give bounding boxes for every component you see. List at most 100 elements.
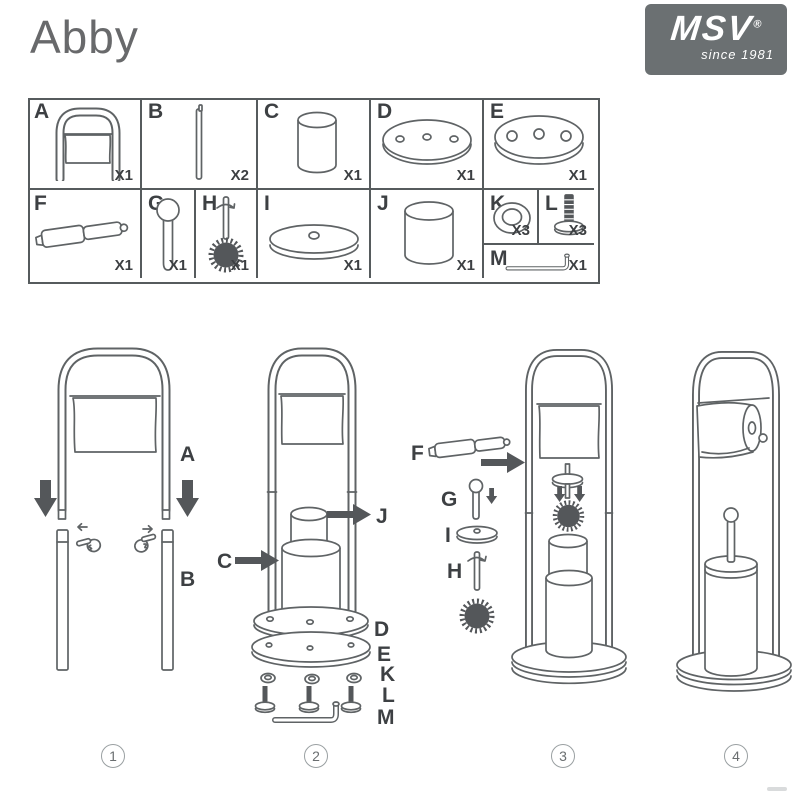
step3-label-g: G — [441, 488, 457, 511]
step1-label-a: A — [180, 443, 195, 466]
insert-pin — [161, 509, 171, 520]
step2-label-j: J — [376, 505, 388, 528]
right-leg-tube — [161, 529, 174, 671]
part-letter: J — [377, 192, 389, 215]
part-cell-a: A X1 — [30, 100, 138, 186]
step2-label-c: C — [217, 550, 232, 573]
brand-tagline: since 1981 — [701, 47, 774, 62]
paper-flap — [280, 395, 345, 445]
bolts-l — [254, 686, 362, 714]
part-qty: X1 — [456, 257, 475, 274]
pointing-hand-icon — [75, 535, 103, 557]
step3-number: 3 — [551, 744, 575, 768]
part-letter: C — [264, 100, 280, 123]
down-arrow-icon — [574, 486, 586, 502]
step2-label-e: E — [377, 643, 391, 666]
insert-pin — [57, 509, 67, 520]
down-arrow-icon — [34, 480, 57, 517]
part-letter: M — [490, 247, 508, 270]
insert-arrow-icon — [481, 452, 525, 473]
fine-print-mark — [767, 787, 787, 791]
part-cell-l: L X3 — [541, 192, 592, 241]
part-cell-i: I X1 — [260, 192, 367, 276]
part-cell-m: M X1 — [486, 247, 592, 276]
brush-handle — [723, 507, 739, 563]
step1-label-b: B — [180, 568, 195, 591]
washers-k — [260, 672, 362, 685]
part-letter: I — [264, 192, 270, 215]
brush-icon — [201, 196, 251, 274]
pointing-hand-icon — [132, 533, 160, 555]
brush-bristles — [555, 503, 582, 530]
part-qty: X3 — [511, 222, 530, 239]
part-qty: X1 — [168, 257, 187, 274]
part-cell-c: C X1 — [260, 100, 367, 186]
part-letter: D — [377, 100, 393, 123]
lid-disc-i — [456, 525, 498, 544]
step2-diagram: J C D E K L M — [217, 347, 395, 729]
base-plate-icon — [494, 115, 584, 165]
part-qty: X1 — [114, 167, 133, 184]
grid-line — [194, 188, 196, 278]
part-qty: X1 — [456, 167, 475, 184]
part-cell-g: G X1 — [144, 192, 192, 276]
part-qty: X1 — [114, 257, 133, 274]
spring-roller-icon — [35, 221, 129, 248]
part-cell-j: J X1 — [373, 192, 480, 276]
handle-g — [468, 478, 498, 520]
left-leg-tube — [56, 529, 69, 671]
step4-diagram — [676, 351, 792, 692]
upper-frame-icon — [55, 107, 121, 181]
page-title: Abby — [30, 11, 139, 63]
part-cell-h: H X1 — [198, 192, 254, 276]
brand-name: MSV® — [668, 9, 763, 48]
bolt-icon — [553, 194, 585, 236]
part-cell-d: D X1 — [373, 100, 480, 186]
step3-label-f: F — [411, 442, 424, 465]
brush-container — [704, 564, 758, 677]
parts-table: A X1 B X2 C X1 — [28, 98, 600, 284]
brush-bristles — [462, 601, 492, 631]
part-cell-k: K X3 — [486, 192, 535, 241]
step2-label-d: D — [374, 618, 389, 641]
brand-logo: MSV® since 1981 — [645, 4, 787, 75]
part-letter: A — [34, 100, 50, 123]
step2-label-k: K — [380, 663, 395, 686]
part-letter: E — [490, 100, 505, 123]
cup-cylinder-icon — [404, 201, 454, 265]
part-qty: X1 — [343, 257, 362, 274]
down-arrow-icon — [176, 480, 199, 517]
part-qty: X2 — [230, 167, 249, 184]
part-cell-f: F X1 — [30, 192, 138, 276]
cylinder-icon — [297, 111, 337, 174]
spring-roller-f — [428, 436, 511, 459]
step4-number: 4 — [724, 744, 748, 768]
part-letter: B — [148, 100, 164, 123]
base-plate-icon — [382, 119, 472, 165]
washer-icon — [493, 202, 531, 234]
part-cell-e: E X1 — [486, 100, 592, 186]
down-arrow-icon — [554, 486, 566, 502]
step2-label-l: L — [382, 684, 395, 707]
step2-number: 2 — [304, 744, 328, 768]
part-letter: H — [202, 192, 218, 215]
leg-tube-icon — [195, 104, 203, 180]
step2-label-m: M — [377, 706, 395, 729]
lid-disc-icon — [269, 224, 359, 260]
registered-mark: ® — [752, 18, 763, 31]
part-qty: X1 — [343, 167, 362, 184]
step1-diagram: A B — [34, 347, 199, 671]
part-qty: X1 — [230, 257, 249, 274]
allen-key-m — [272, 701, 340, 723]
part-cell-b: B X2 — [144, 100, 254, 186]
brush-being-inserted — [551, 463, 586, 530]
down-arrow-icon — [486, 488, 498, 504]
paper-flap — [72, 397, 158, 453]
part-letter: F — [34, 192, 47, 215]
grid-line — [30, 188, 594, 190]
handle-icon — [156, 198, 180, 271]
part-letter: L — [545, 192, 558, 215]
step3-label-h: H — [447, 560, 462, 583]
part-qty: X1 — [568, 167, 587, 184]
